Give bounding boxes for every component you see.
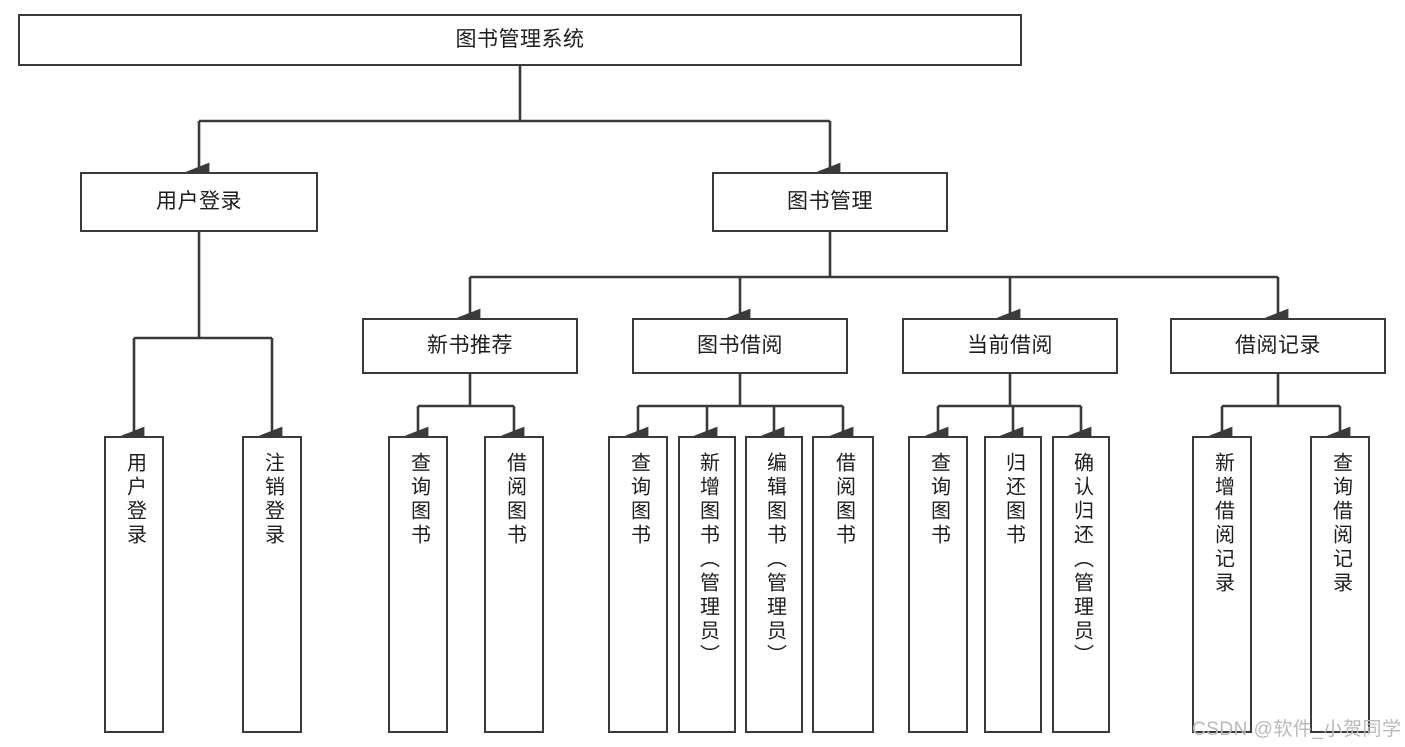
node-leaf-query-book-3[interactable]: 查询图书 xyxy=(908,436,968,733)
node-leaf-user-logout[interactable]: 注销登录 xyxy=(242,436,302,733)
node-leaf-return-book[interactable]: 归还图书 xyxy=(984,436,1042,733)
node-label-vertical: 新增图书（管理员） xyxy=(696,452,719,668)
node-borrow-record[interactable]: 借阅记录 xyxy=(1170,318,1386,374)
node-leaf-borrow-book-2[interactable]: 借阅图书 xyxy=(812,436,874,733)
node-label: 当前借阅 xyxy=(967,334,1053,358)
node-label: 图书管理系统 xyxy=(455,28,585,52)
node-leaf-user-login[interactable]: 用户登录 xyxy=(104,436,164,733)
node-label: 图书管理 xyxy=(787,190,873,214)
node-label-vertical: 用户登录 xyxy=(123,452,146,548)
node-label-vertical: 查询图书 xyxy=(627,452,650,548)
node-book-borrow[interactable]: 图书借阅 xyxy=(632,318,848,374)
node-label-vertical: 注销登录 xyxy=(261,452,284,548)
node-leaf-add-record[interactable]: 新增借阅记录 xyxy=(1192,436,1252,733)
node-label: 用户登录 xyxy=(156,190,242,214)
node-leaf-query-book-2[interactable]: 查询图书 xyxy=(608,436,668,733)
node-label-vertical: 借阅图书 xyxy=(503,452,526,548)
node-label-vertical: 查询图书 xyxy=(927,452,950,548)
node-label: 图书借阅 xyxy=(697,334,783,358)
node-label: 借阅记录 xyxy=(1235,334,1321,358)
node-label-vertical: 确认归还（管理员） xyxy=(1070,452,1093,668)
node-label-vertical: 查询图书 xyxy=(407,452,430,548)
node-leaf-edit-book[interactable]: 编辑图书（管理员） xyxy=(745,436,803,733)
node-label: 新书推荐 xyxy=(427,334,513,358)
node-label-vertical: 借阅图书 xyxy=(832,452,855,548)
node-leaf-add-book[interactable]: 新增图书（管理员） xyxy=(678,436,736,733)
node-label-vertical: 新增借阅记录 xyxy=(1211,452,1234,596)
node-book-management[interactable]: 图书管理 xyxy=(712,172,948,232)
watermark: CSDN @软件_小贺同学 xyxy=(1192,719,1402,740)
node-label-vertical: 归还图书 xyxy=(1002,452,1025,548)
node-user-login[interactable]: 用户登录 xyxy=(80,172,318,232)
node-leaf-query-record[interactable]: 查询借阅记录 xyxy=(1310,436,1370,733)
node-label-vertical: 编辑图书（管理员） xyxy=(763,452,786,668)
node-leaf-borrow-book-1[interactable]: 借阅图书 xyxy=(484,436,544,733)
node-label-vertical: 查询借阅记录 xyxy=(1329,452,1352,596)
node-root[interactable]: 图书管理系统 xyxy=(18,14,1022,66)
node-leaf-confirm-return[interactable]: 确认归还（管理员） xyxy=(1052,436,1110,733)
node-current-borrow[interactable]: 当前借阅 xyxy=(902,318,1118,374)
node-new-book-recommend[interactable]: 新书推荐 xyxy=(362,318,578,374)
node-leaf-query-book-1[interactable]: 查询图书 xyxy=(388,436,448,733)
